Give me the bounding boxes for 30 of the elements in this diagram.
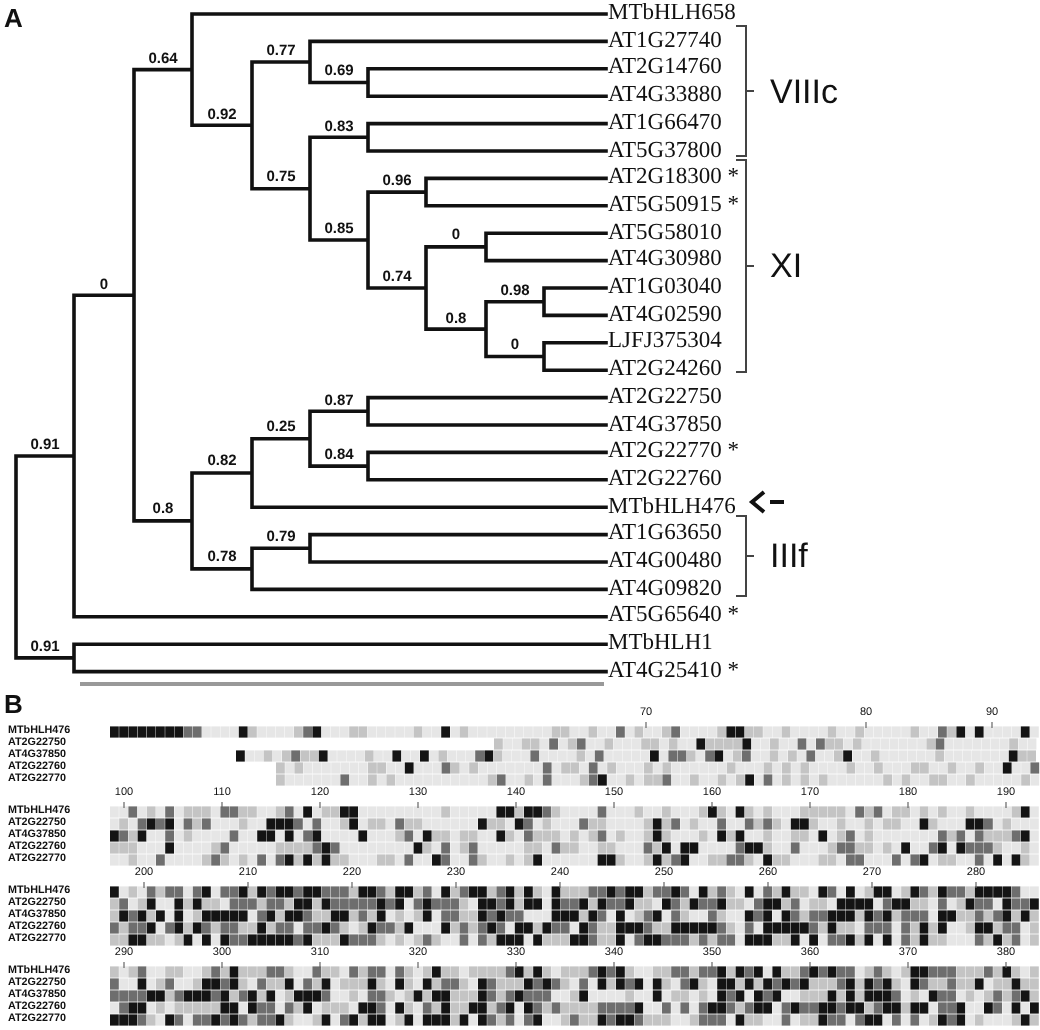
clade-label: IIIf (770, 539, 808, 573)
panel-letter: A (4, 5, 23, 31)
taxon-label: AT5G37800 (608, 139, 722, 163)
clade-label: VIIIc (770, 74, 839, 108)
taxon-label: AT4G37850 (608, 413, 722, 437)
taxon-label: AT4G00480 (608, 550, 722, 574)
taxon-label: MTbHLH476 (608, 495, 736, 519)
taxon-label: AT4G25410 * (608, 660, 739, 684)
taxon-label: AT1G27740 (608, 29, 722, 53)
taxon-label: AT5G50915 * (608, 194, 739, 218)
taxon-label: AT2G22750 (608, 386, 722, 410)
taxon-label: AT1G63650 (608, 523, 722, 547)
taxon-label: AT4G30980 (608, 249, 722, 273)
taxon-label: MTbHLH1 (608, 632, 713, 656)
taxon-label: AT1G66470 (608, 112, 722, 136)
taxon-label: AT2G18300 * (608, 166, 739, 190)
taxon-label: AT4G33880 (608, 84, 722, 108)
taxon-label: AT1G03040 (608, 276, 722, 300)
taxon-label: AT4G09820 (608, 577, 722, 601)
taxon-label: AT5G58010 (608, 221, 722, 245)
taxon-label: AT4G02590 (608, 303, 722, 327)
taxon-label: LJFJ375304 (608, 331, 722, 355)
taxon-label: AT2G22770 * (608, 440, 739, 464)
taxon-label: AT2G22760 (608, 468, 722, 492)
taxon-label: MTbHLH658 (608, 2, 736, 26)
taxon-label: AT5G65640 * (608, 605, 739, 629)
clade-label: XI (770, 249, 803, 283)
taxon-label: AT2G24260 (608, 358, 722, 382)
taxon-label: AT2G14760 (608, 57, 722, 81)
panel-letter: B (4, 691, 23, 717)
